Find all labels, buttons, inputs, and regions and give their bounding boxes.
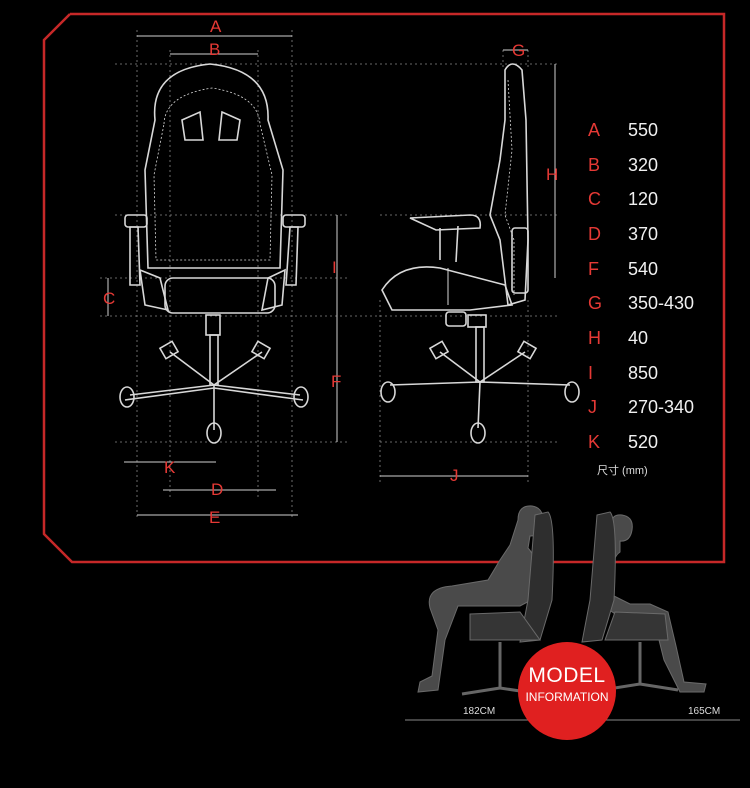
seated-person-short [581, 511, 707, 693]
dim-letter-g: G [512, 41, 525, 60]
spec-letter-a: A [588, 120, 601, 140]
dim-letter-i: I [332, 258, 337, 277]
dim-letter-c: C [103, 289, 115, 308]
unit-label: 尺寸 (mm) [597, 465, 648, 477]
dim-letter-d: D [211, 480, 223, 499]
red-frame-outline [42, 12, 726, 564]
seated-person-tall [417, 505, 554, 696]
badge-title: MODEL [528, 664, 606, 687]
spec-value-b: 320 [628, 155, 659, 175]
spec-value-d: 370 [628, 224, 659, 244]
spec-value-i: 850 [628, 363, 659, 383]
spec-letter-i: I [588, 363, 594, 383]
dim-letter-b: B [209, 40, 220, 59]
spec-letter-h: H [588, 328, 601, 348]
spec-value-h: 40 [628, 328, 649, 348]
spec-letter-k: K [588, 432, 601, 452]
dimension-letters: A B C I F G H J K D E [103, 17, 558, 527]
dim-letter-f: F [331, 372, 341, 391]
dim-letter-k: K [164, 458, 176, 477]
spec-letter-g: G [588, 293, 603, 313]
spec-letter-b: B [588, 155, 601, 175]
spec-letter-d: D [588, 224, 601, 244]
model-information-badge: MODEL INFORMATION [518, 642, 616, 740]
dim-letter-a: A [210, 17, 222, 36]
spec-value-c: 120 [628, 189, 659, 209]
spec-letter-c: C [588, 189, 601, 209]
chair-front-view [119, 63, 309, 444]
height-label-right: 165CM [688, 706, 721, 717]
spec-value-j: 270-340 [628, 397, 695, 417]
dimension-arrows [107, 35, 556, 516]
spec-value-g: 350-430 [628, 293, 695, 313]
spec-value-k: 520 [628, 432, 659, 452]
spec-value-a: 550 [628, 120, 659, 140]
spec-letter-j: J [588, 397, 597, 417]
spec-letter-f: F [588, 259, 599, 279]
dim-letter-h: H [546, 165, 558, 184]
chair-side-view [380, 63, 580, 444]
spec-value-f: 540 [628, 259, 659, 279]
dim-letter-e: E [209, 508, 220, 527]
height-label-left: 182CM [463, 706, 496, 717]
reference-grid [100, 30, 560, 520]
dim-letter-j: J [450, 466, 459, 485]
badge-subtitle: INFORMATION [525, 690, 609, 704]
